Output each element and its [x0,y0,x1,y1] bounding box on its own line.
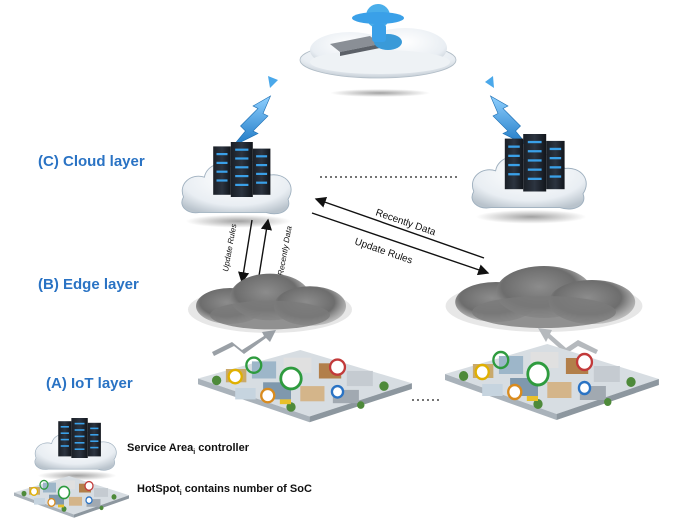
legend-hotspot-icon [13,475,130,519]
legend-service-area-sub: i [193,449,196,457]
recently-data-vertical-label: Recently Data [276,225,294,277]
edge-layer-label: (B) Edge layer [38,276,139,293]
uplink-arrow-icon [538,328,598,354]
legend-hotspot-text: HotSpoti contains number of SoC [137,483,312,497]
cloud-server-icon [181,141,292,229]
legend-hotspot-rest: contains number of SoC [181,483,312,495]
uplink-arrow-icon [212,330,276,356]
update-rules-down-arrow [238,219,253,284]
lightning-bolt-icon [485,76,529,147]
legend-service-area-text: Service Areai controller [127,442,249,456]
update-rules-vertical-label: Update Rules [221,223,238,272]
city-hotspot-icon [196,348,414,424]
legend-service-area-rest: controller [195,442,250,454]
recently-data-arrow [314,196,485,259]
iot-layer-label: (A) IoT layer [46,375,133,392]
cloud-server-icon [471,133,588,225]
update-rules-arrow [311,212,490,276]
legend-hotspot-main: HotSpot [137,483,180,495]
cloud-layer-label: (C) Cloud layer [38,153,145,170]
legend-service-area-icon [34,417,117,481]
recently-data-up-arrow [257,218,272,283]
legend-service-area-main: Service Area [127,442,194,454]
update-rules-label: Update Rules [353,236,414,266]
city-hotspot-icon [443,342,661,422]
legend-hotspot-sub: i [179,490,182,498]
user-laptop-icon [330,4,404,56]
lightning-bolt-icon [232,76,278,147]
storm-cloud-icon [445,266,643,332]
storm-cloud-icon [188,273,352,333]
